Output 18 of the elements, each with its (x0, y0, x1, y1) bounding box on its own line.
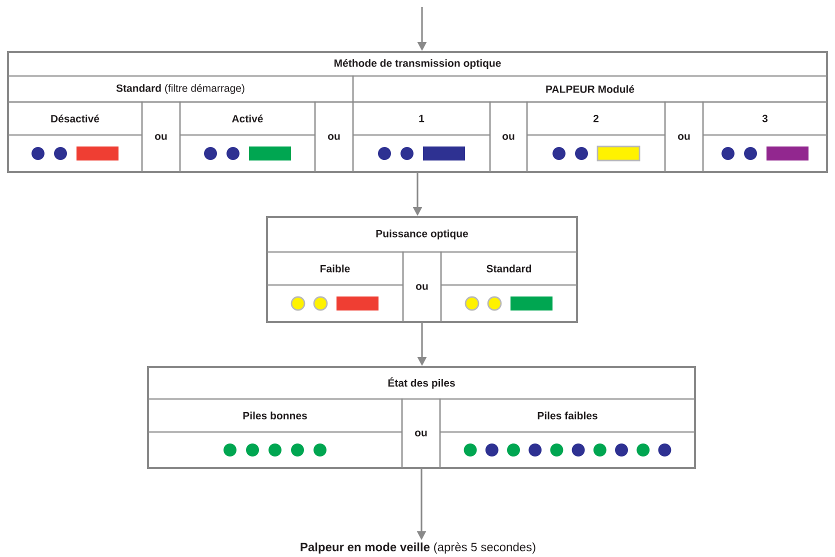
group-header-cell: PALPEUR Modulé (352, 75, 828, 103)
or-cell: ou (401, 398, 441, 469)
status-text: Palpeur en mode veille (après 5 secondes) (300, 542, 536, 554)
option-cell: Standard (440, 251, 578, 323)
or-cell: ou (141, 101, 181, 173)
option-cell: 2 (526, 101, 666, 173)
option-cell: Faible (266, 251, 404, 323)
group-header-cell: Standard (filtre démarrage) (7, 75, 354, 103)
option-cell: Désactivé (7, 101, 143, 173)
or-cell: ou (489, 101, 528, 173)
option-cell: 3 (702, 101, 828, 173)
or-cell: ou (402, 251, 442, 323)
option-cell: 1 (352, 101, 491, 173)
or-cell: ou (664, 101, 704, 173)
option-cell: Piles faibles (439, 398, 696, 469)
option-cell: Activé (179, 101, 316, 173)
or-cell: ou (314, 101, 354, 173)
option-cell: Piles bonnes (147, 398, 403, 469)
